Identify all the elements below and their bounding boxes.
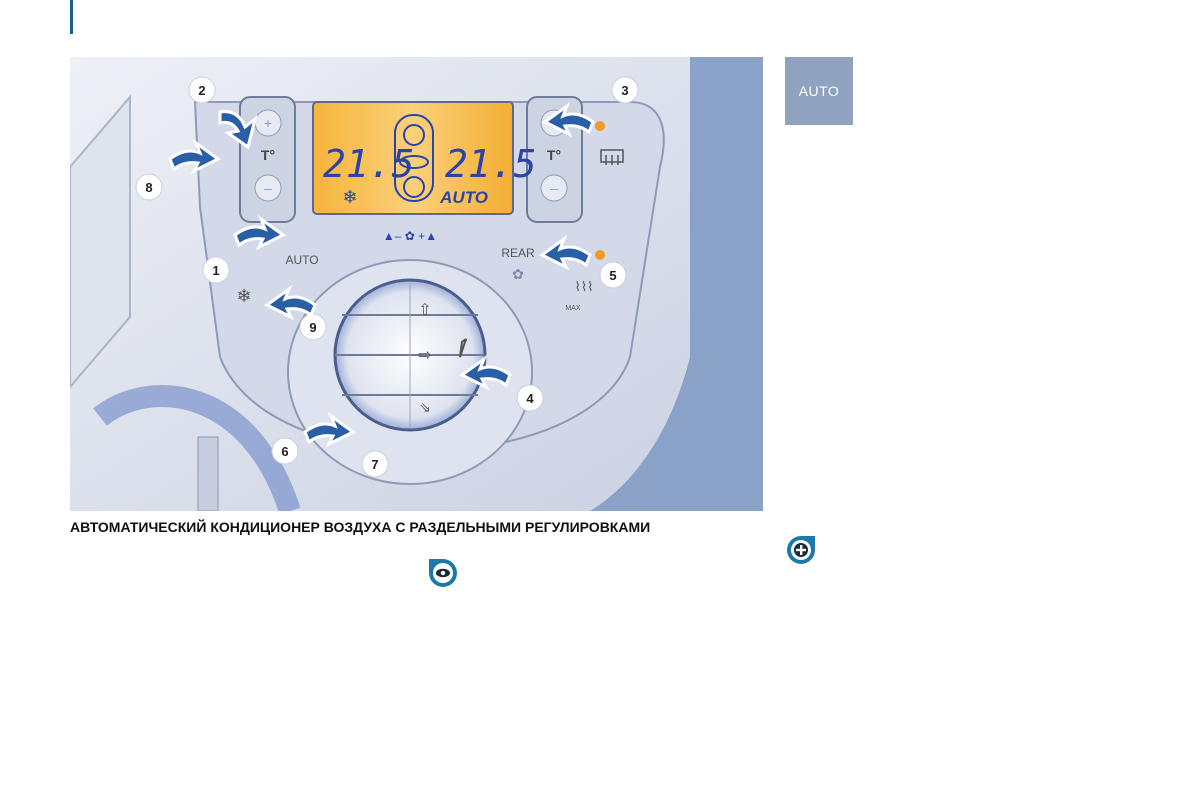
display-right-temp: 21.5 <box>445 142 537 186</box>
callout-4: 4 <box>526 391 534 406</box>
right-arrow-icon: ⇨ <box>418 347 431 364</box>
callout-5: 5 <box>609 268 616 283</box>
arrow-icon <box>168 101 595 448</box>
left-temp-label: T° <box>261 147 275 163</box>
left-minus-label: – <box>264 180 272 196</box>
display-left-temp: 21.5 <box>323 142 415 186</box>
callout-badges <box>135 76 639 478</box>
display-mode: AUTO <box>439 188 488 207</box>
right-temp-label: T° <box>547 147 561 163</box>
rear-fan-icon: ✿ <box>512 266 524 282</box>
plus-icon[interactable] <box>785 534 817 566</box>
callout-3: 3 <box>621 83 628 98</box>
fan-speed-label: ▲– ✿ +▲ <box>383 229 437 243</box>
auto-badge-label: AUTO <box>798 83 840 99</box>
callout-9: 9 <box>309 320 316 335</box>
page-marker <box>70 0 73 34</box>
auto-badge: AUTO <box>785 57 853 125</box>
climate-control-panel-illustration: + T° – + T° – 21.5 21.5 AUTO ❄ AUTO REAR… <box>70 57 763 511</box>
snowflake-icon: ❄ <box>236 286 251 306</box>
callout-1: 1 <box>212 263 219 278</box>
display-snowflake-icon: ❄ <box>342 187 357 207</box>
rear-button-label: REAR <box>501 246 535 260</box>
max-defrost-icon: ⌇⌇⌇ <box>574 279 593 294</box>
auto-button-label: AUTO <box>285 253 318 267</box>
callout-6: 6 <box>281 444 288 459</box>
callout-2: 2 <box>198 83 205 98</box>
max-label: MAX <box>565 305 581 312</box>
display-screen <box>312 101 514 215</box>
defrost-icon <box>600 149 624 165</box>
windshield-icon: ⇘ <box>419 399 431 415</box>
display-fan-icon <box>394 114 434 202</box>
eye-icon[interactable] <box>427 557 459 589</box>
callout-8: 8 <box>145 180 152 195</box>
caption-title: АВТОМАТИЧЕСКИЙ КОНДИЦИОНЕР ВОЗДУХА С РАЗ… <box>70 519 651 535</box>
right-minus-label: – <box>550 180 558 196</box>
callout-7: 7 <box>371 457 378 472</box>
up-arrow-icon: ⇧ <box>418 302 431 319</box>
left-plus-label: + <box>264 115 272 131</box>
